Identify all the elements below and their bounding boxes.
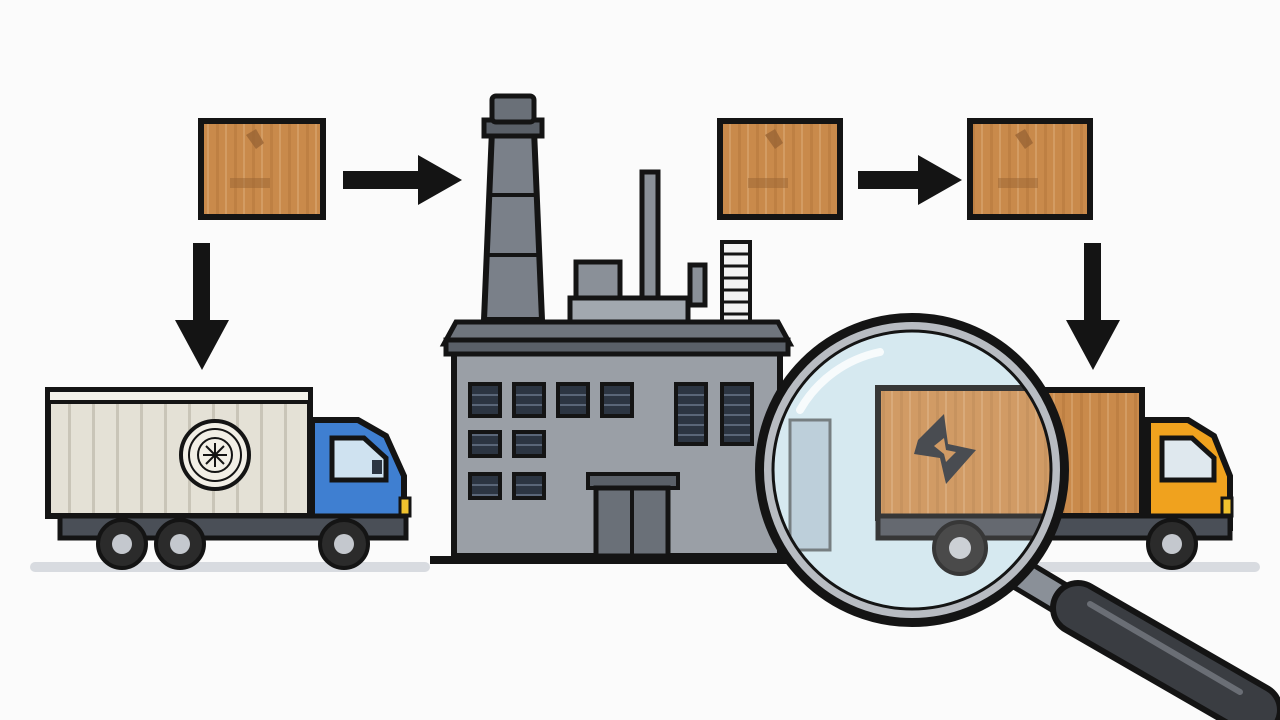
magnifying-glass-icon [755, 313, 1280, 720]
factory-icon [439, 93, 795, 559]
arrow-crate1-to-left-truck [175, 243, 229, 370]
arrow-crate3-to-right-truck [1066, 243, 1120, 370]
seal-emblem-icon [179, 419, 251, 491]
factory-windows [468, 382, 754, 500]
factory-door [586, 472, 680, 559]
arrow-crate2-to-crate3 [858, 155, 962, 205]
arrow-crate1-to-factory [343, 155, 462, 205]
wooden-crate-1 [198, 118, 326, 220]
left-truck [45, 387, 412, 570]
roof-ladder [720, 240, 752, 326]
magnifier-handle [993, 551, 1280, 720]
crate-emblem-icon [914, 414, 976, 484]
wooden-crate-3 [967, 118, 1093, 220]
wooden-crate-2 [717, 118, 843, 220]
